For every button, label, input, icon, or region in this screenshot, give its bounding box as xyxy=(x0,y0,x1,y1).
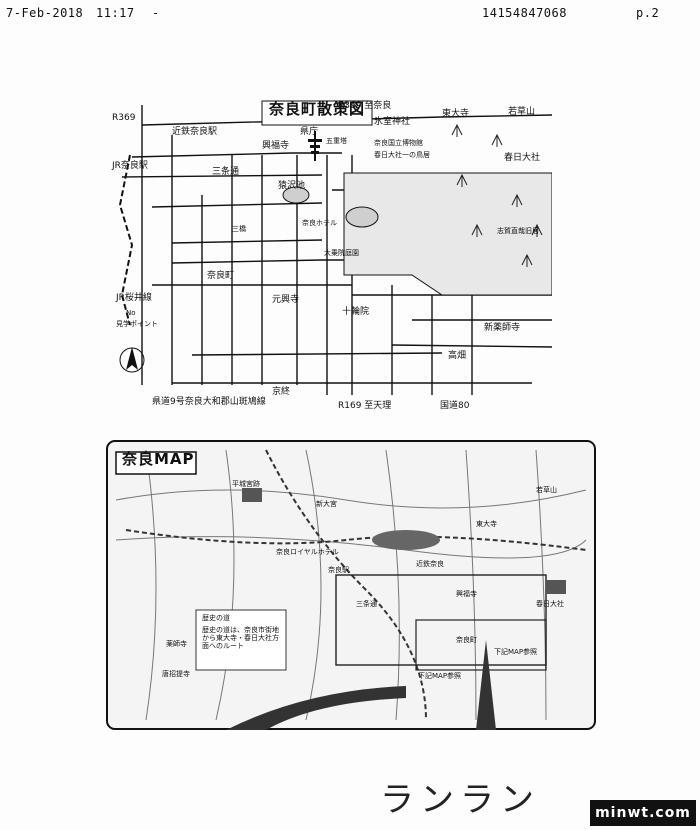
fax-page-number: p.2 xyxy=(636,6,660,20)
label-kintetsu-nara: 近鉄奈良駅 xyxy=(172,127,218,137)
north-arrow-icon xyxy=(119,347,145,373)
legend-point-no: No xyxy=(126,309,136,317)
label-route80: 国道80 xyxy=(440,401,470,411)
label-r169: R169 至天理 xyxy=(338,401,392,411)
label-heijo: 平城宮跡 xyxy=(232,480,260,488)
label-himuro: 氷室神社 xyxy=(374,117,411,127)
walk-map-title: 奈良町散策図 xyxy=(269,100,366,118)
label-jr-nara: JR奈良駅 xyxy=(112,161,148,171)
handwritten-signature: ランラン xyxy=(380,780,540,820)
label-wakakusa: 若草山 xyxy=(508,107,536,117)
label-shiga: 志賀直哉旧居 xyxy=(497,227,539,235)
legend-title: 歴史の道 xyxy=(202,614,230,622)
label-museum: 奈良国立博物館 xyxy=(374,139,423,147)
label-gangoji: 元興寺 xyxy=(272,295,300,305)
legend-point-label: 見学ポイント xyxy=(116,320,158,328)
nara-map-lines xyxy=(106,440,596,730)
walk-map-lines xyxy=(118,100,552,395)
label-shin-omiya: 新大宮 xyxy=(316,500,337,508)
label-naramachi-lower: 奈良町 xyxy=(456,636,477,644)
nara-area-map: 奈良MAP 平城宮跡 奈良駅 近鉄奈良 東大寺 春日大社 下記MAP参照 下記M… xyxy=(106,440,596,730)
label-toshodaiji: 唐招提寺 xyxy=(162,670,190,678)
fax-number: 14154847068 xyxy=(482,6,567,20)
label-kofukuji: 興福寺 xyxy=(262,141,290,151)
label-kencho: 県庁 xyxy=(300,127,319,137)
fax-date: 7-Feb-2018 xyxy=(6,6,84,20)
label-kyobate: 京終 xyxy=(272,387,291,397)
label-kasuga-taisha: 春日大社 xyxy=(504,153,541,163)
label-naramachi: 奈良町 xyxy=(207,271,235,281)
nara-map-title: 奈良MAP xyxy=(122,450,195,468)
fax-time: 11:17 xyxy=(96,6,135,20)
label-r369-w: R369 xyxy=(112,113,136,123)
label-nara-royal: 奈良ロイヤルホテル xyxy=(276,548,339,556)
label-nara-station: 奈良駅 xyxy=(328,566,349,574)
fax-dash: - xyxy=(152,6,160,20)
label-kofukuji-lower: 興福寺 xyxy=(456,590,477,598)
label-r369-top: R369 至奈良 xyxy=(338,101,392,111)
label-bottom-road: 県道9号奈良大和郡山斑鳩線 xyxy=(152,397,266,407)
label-todaiji: 東大寺 xyxy=(442,109,470,119)
naramachi-walk-map: 奈良町散策図 R369 近鉄奈良駅 JR奈良駅 R369 至奈良 県庁 東大寺 … xyxy=(112,95,552,415)
label-gojunoto: 五重塔 xyxy=(326,137,347,145)
label-yakushiji: 薬師寺 xyxy=(166,640,187,648)
label-kasuga-lower: 春日大社 xyxy=(536,600,564,608)
label-see-below-1: 下記MAP参照 xyxy=(418,672,462,680)
label-jurinin: 十輪院 xyxy=(342,307,370,317)
label-sanjo: 三条通 xyxy=(212,167,240,177)
label-kintetsu: 近鉄奈良 xyxy=(416,560,444,568)
label-wakakusa-lower: 若草山 xyxy=(536,486,557,494)
label-daijoin: 大乗院庭園 xyxy=(324,249,359,257)
legend-body: 歴史の道は、奈良市街地から東大寺・春日大社方面へのルート xyxy=(202,626,279,650)
label-see-below-2: 下記MAP参照 xyxy=(494,648,538,656)
label-shinyakushiji: 新薬師寺 xyxy=(484,323,521,333)
label-kasuga-torii: 春日大社一の鳥居 xyxy=(374,151,430,159)
label-mikusa: 三橋 xyxy=(232,225,246,233)
label-sanjo-lower: 三条通 xyxy=(356,600,377,608)
label-todaiji-lower: 東大寺 xyxy=(476,520,497,528)
label-jr-sakurai: JR桜井線 xyxy=(116,293,152,303)
label-sarusawa: 猿沢池 xyxy=(278,181,306,191)
watermark-logo: minwt.com xyxy=(590,800,696,826)
label-nara-hotel: 奈良ホテル xyxy=(302,219,337,227)
label-takabatake: 高畑 xyxy=(448,351,467,361)
